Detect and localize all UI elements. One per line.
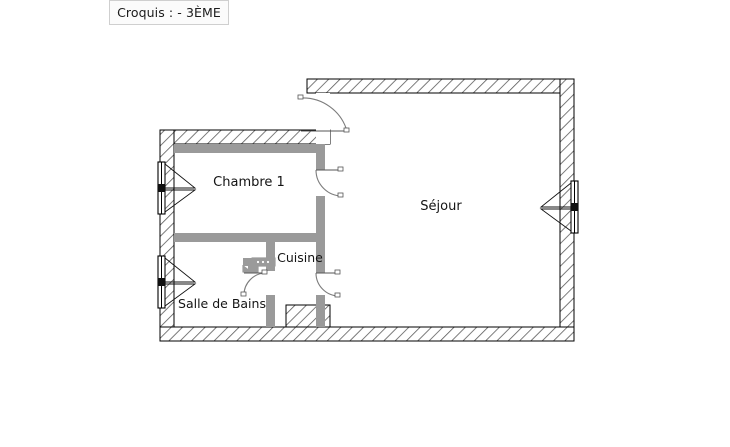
partition-vertical-middle (316, 196, 325, 242)
exterior-wall-bottom (159, 326, 575, 342)
room-label-salle-de-bains: Salle de Bains (178, 296, 266, 311)
partition-vertical-lower (316, 242, 325, 273)
door-entry-sejour (297, 94, 350, 133)
partition-vertical-bottom (316, 295, 325, 327)
door-chambre-1 (315, 166, 344, 198)
window-salle-de-bains (157, 255, 197, 309)
exterior-wall-top-right (306, 78, 575, 94)
window-sejour (539, 180, 579, 234)
partition-horizontal-middle (174, 233, 325, 242)
kitchen-counter-fixture (242, 257, 276, 273)
partition-vertical-upper (316, 144, 325, 170)
window-chambre-1 (157, 161, 197, 215)
interior-partitions (174, 144, 325, 327)
page-title: Croquis : - 3ÈME (117, 5, 221, 20)
exterior-wall-top-left (159, 129, 331, 145)
room-label-sejour: Séjour (420, 199, 462, 214)
room-label-cuisine: Cuisine (277, 250, 323, 265)
door-salle-de-bains (240, 269, 268, 297)
partition-chambre-top (174, 144, 325, 153)
room-label-chambre-1: Chambre 1 (213, 175, 285, 190)
partition-corner-stub (174, 144, 183, 153)
plan-title-box: Croquis : - 3ÈME (109, 0, 229, 25)
door-cuisine (315, 269, 341, 298)
partition-sdb-cuisine-upper (266, 242, 275, 271)
partition-sdb-cuisine-lower (266, 295, 275, 327)
